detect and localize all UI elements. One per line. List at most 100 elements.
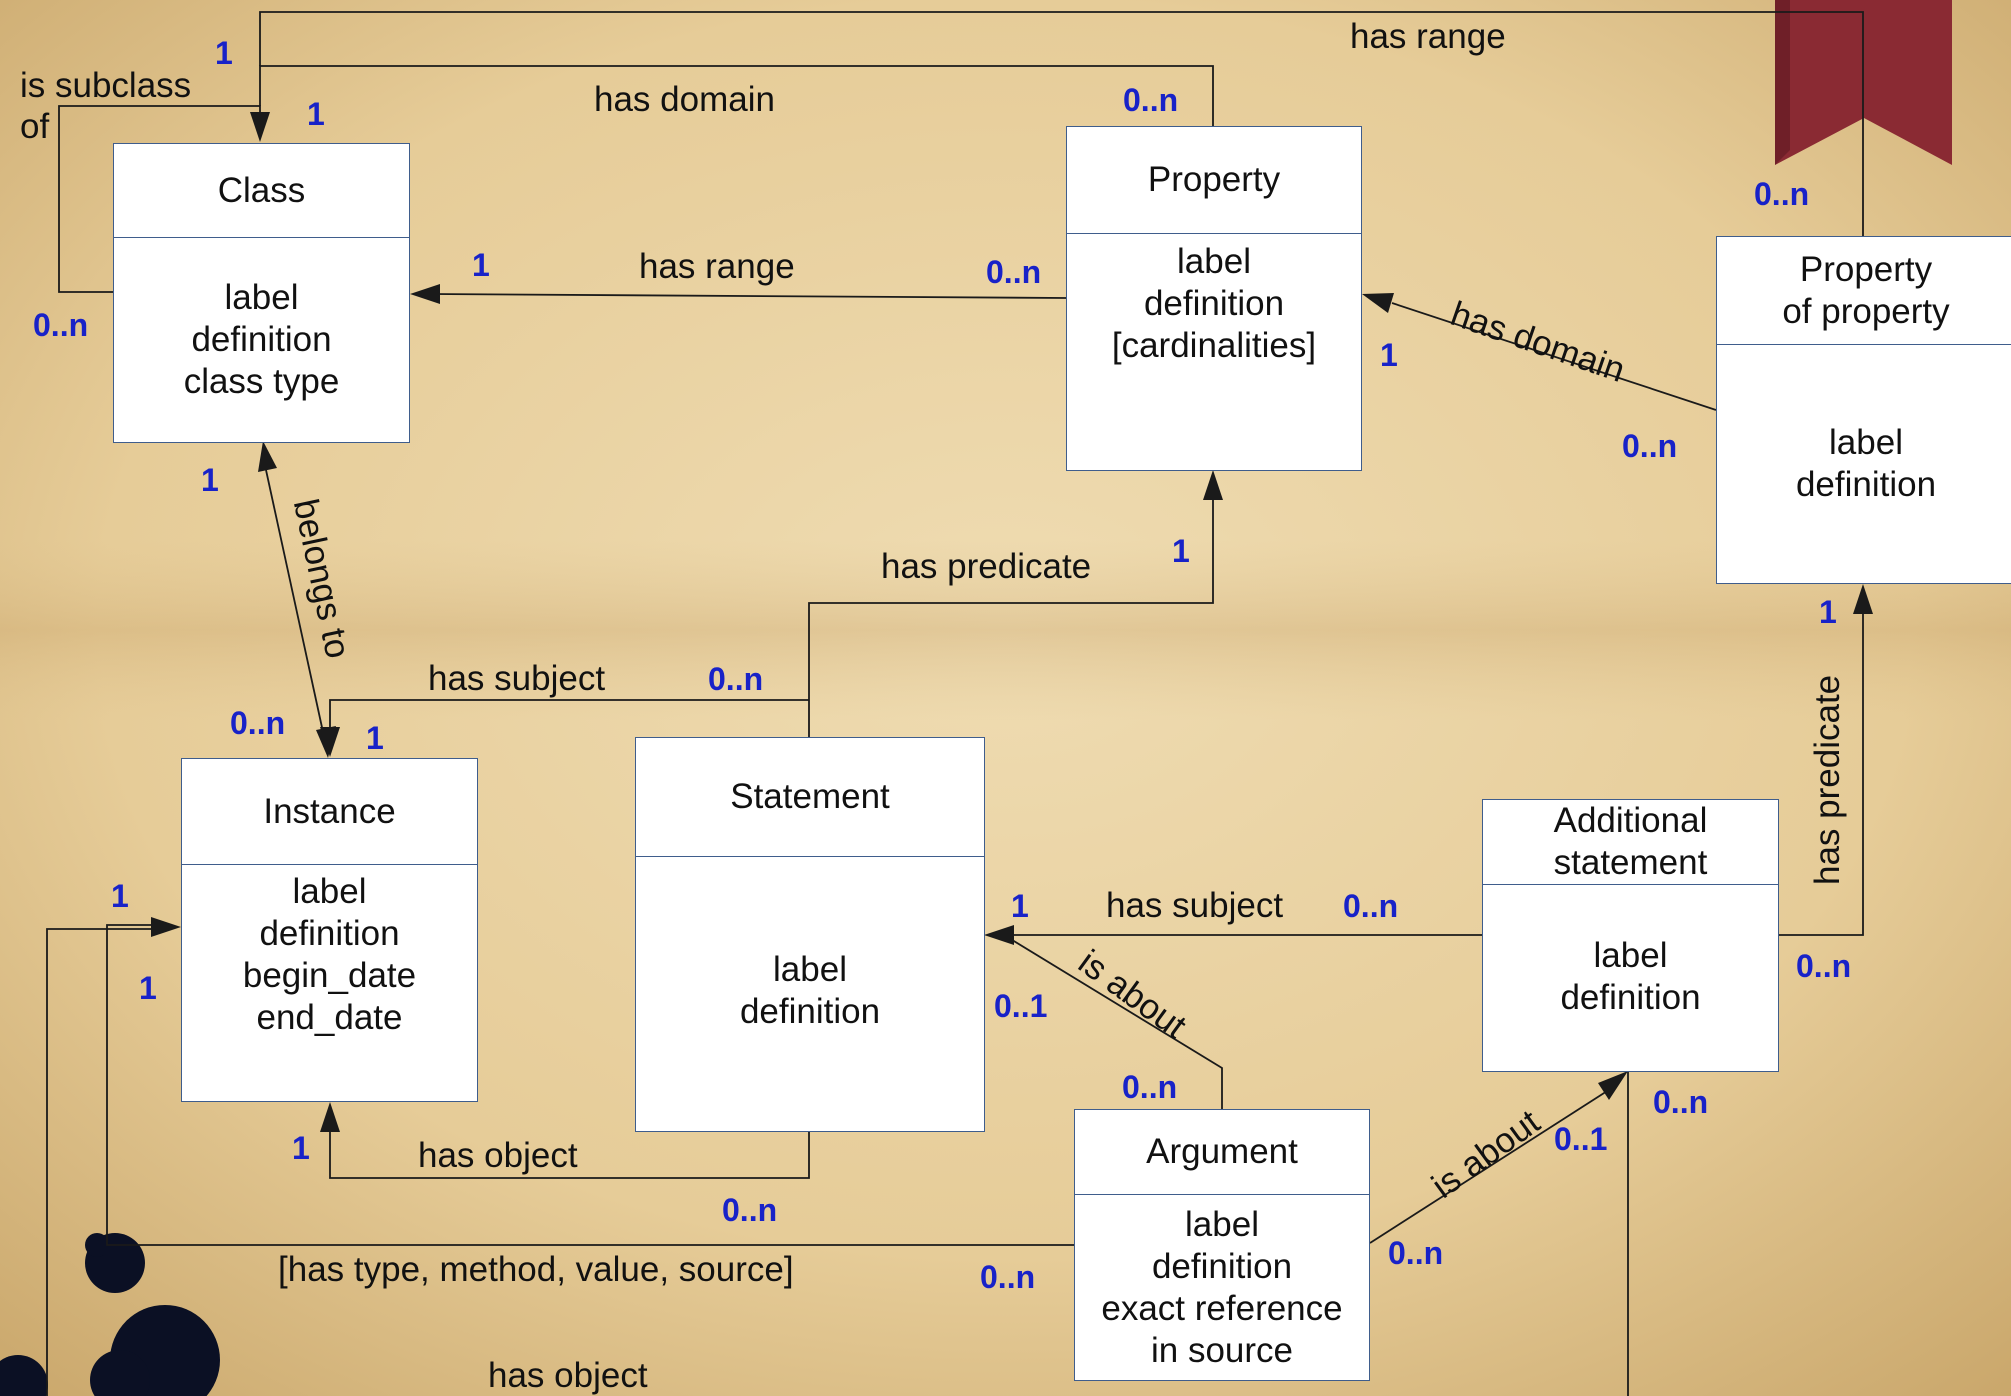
arrow-head: [1203, 470, 1223, 500]
arrow-head: [250, 112, 270, 142]
argument-attr: definition: [1151, 1246, 1293, 1286]
about-as-connector: [1369, 1085, 1616, 1244]
cardinality: 0..n: [1622, 428, 1678, 464]
cardinality: 1: [472, 247, 490, 283]
relation-has-object-bottom: has object: [488, 1356, 648, 1395]
argument-entity: Argument label definition exact referenc…: [1074, 1109, 1370, 1381]
arrow-head: [410, 284, 440, 304]
property-attr: label: [1177, 242, 1251, 281]
argument-attr: in source: [1150, 1330, 1294, 1370]
pop-title-line: of property: [1782, 291, 1950, 331]
class-attr: definition: [191, 320, 332, 359]
about-statement-connector: [1003, 934, 1223, 1109]
cardinality: 1: [1819, 594, 1837, 630]
statement-title: Statement: [636, 738, 984, 857]
arrow-head: [984, 925, 1014, 945]
cardinality: 1: [201, 462, 219, 498]
cardinality: 1: [1011, 888, 1029, 924]
cardinality: 0..n: [230, 705, 286, 741]
statement-attributes: label definition: [636, 857, 984, 1131]
arrow-head: [1853, 584, 1873, 614]
pop-title-line: Property: [1799, 249, 1933, 289]
relation-argument-types: [has type, method, value, source]: [278, 1250, 794, 1289]
relation-has-domain: has domain: [594, 80, 775, 119]
additional-statement-entity: Additional statement label definition: [1482, 799, 1779, 1072]
argument-attr: exact reference: [1101, 1288, 1343, 1328]
instance-entity: Instance label definition begin_date end…: [181, 758, 478, 1102]
class-attributes: label definition class type: [114, 238, 409, 442]
cardinality: 0..1: [1554, 1121, 1608, 1157]
cardinality: 0..n: [1653, 1084, 1709, 1120]
top-range-connector: [259, 11, 1864, 236]
arrow-head: [320, 1102, 340, 1132]
arrow-head: [320, 727, 340, 757]
belongs-to-connector: [265, 469, 324, 733]
as-predicate-connector: [1779, 612, 1864, 936]
arrow-head: [1598, 1071, 1628, 1100]
instance-attr: begin_date: [242, 956, 417, 995]
cardinality: 0..n: [722, 1192, 778, 1228]
relation-has-predicate: has predicate: [881, 547, 1092, 586]
cardinality: 1: [307, 96, 325, 132]
object-connector: [329, 1130, 810, 1179]
statement-entity: Statement label definition: [635, 737, 985, 1132]
cardinality: 0..n: [1754, 176, 1810, 212]
arrow-head: [258, 441, 277, 472]
bottom-object-connector: [46, 928, 160, 1396]
as-attr: definition: [1560, 978, 1701, 1017]
arrow-head: [151, 917, 181, 937]
relation-has-subject: has subject: [428, 659, 606, 698]
instance-title: Instance: [182, 759, 477, 865]
cardinality: 1: [292, 1130, 310, 1166]
subject-connector: [329, 699, 809, 730]
relation-as-has-predicate: has predicate: [1808, 674, 1847, 885]
pop-title: Property of property: [1717, 237, 2011, 345]
statement-attr: definition: [739, 992, 881, 1031]
cardinality: 0..n: [708, 661, 764, 697]
cardinality: 1: [1172, 533, 1190, 569]
relation-line: of: [20, 107, 50, 146]
argument-attributes: label definition exact reference in sour…: [1075, 1195, 1369, 1380]
instance-attr: label: [292, 872, 367, 911]
cardinality: 0..1: [994, 988, 1048, 1024]
statement-attr: label: [773, 950, 847, 989]
cardinality: 0..n: [33, 307, 89, 343]
property-entity: Property label definition [cardinalities…: [1066, 126, 1362, 471]
predicate-connector: [808, 492, 1214, 737]
cardinality: 0..n: [980, 1259, 1036, 1295]
range-connector: [429, 293, 1067, 299]
relation-has-range-top: has range: [1350, 17, 1506, 56]
instance-attributes: label definition begin_date end_date: [182, 865, 477, 1041]
cardinality: 1: [215, 35, 233, 71]
argument-attr: label: [1185, 1204, 1259, 1244]
cardinality: 0..n: [1122, 1069, 1178, 1105]
property-attr: [cardinalities]: [1111, 326, 1317, 365]
cardinality: 0..n: [1123, 82, 1179, 118]
property-of-property-entity: Property of property label definition: [1716, 236, 2011, 584]
argument-title: Argument: [1075, 1110, 1369, 1195]
relation-has-range: has range: [639, 247, 795, 286]
argument-types-connector: [106, 924, 1074, 1246]
relation-is-subclass-of: is subclass of: [20, 65, 191, 147]
property-title: Property: [1067, 127, 1361, 234]
cardinality: 0..n: [986, 254, 1042, 290]
class-attr: label: [224, 278, 299, 317]
relation-has-object: has object: [418, 1136, 578, 1175]
property-attr: definition: [1143, 284, 1285, 323]
as-attr: label: [1593, 936, 1668, 975]
pop-attr: definition: [1795, 465, 1937, 504]
as-title: Additional statement: [1483, 800, 1778, 885]
cardinality: 1: [1380, 337, 1398, 373]
ink-blot-icon: [0, 1233, 220, 1396]
property-attributes: label definition [cardinalities]: [1067, 234, 1361, 374]
class-domain-connector: [259, 65, 1214, 126]
relation-line: is subclass: [20, 66, 192, 105]
as-title-line: Additional: [1553, 801, 1708, 840]
relation-as-has-subject: has subject: [1106, 886, 1284, 925]
cardinality: 1: [139, 970, 157, 1006]
pop-attr: label: [1829, 423, 1903, 462]
cardinality: 0..n: [1796, 948, 1852, 984]
pop-domain-connector: [1391, 302, 1717, 411]
